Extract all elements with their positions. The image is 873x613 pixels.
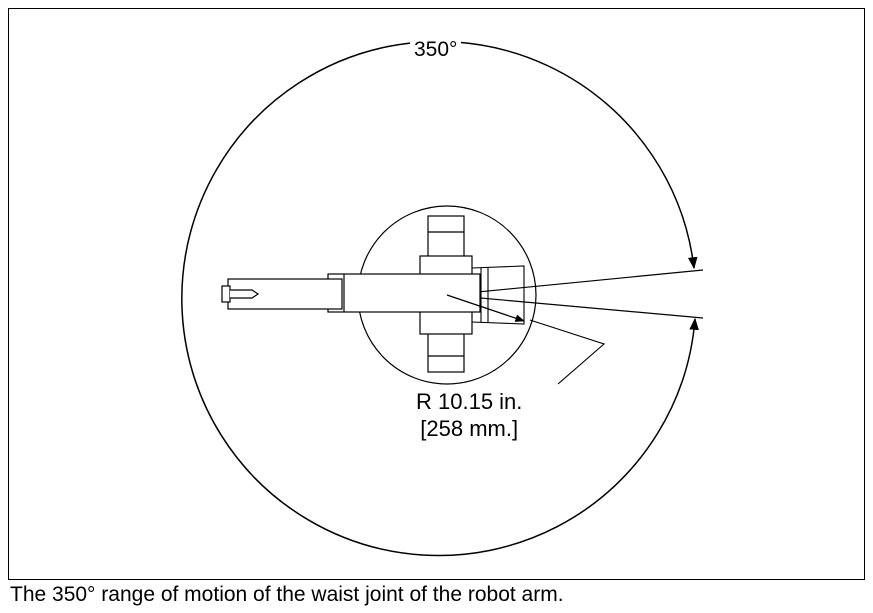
- range-arc: [181, 40, 699, 557]
- angle-label: 350°: [410, 38, 462, 62]
- shoulder-housing: [471, 265, 525, 325]
- radius-label: R 10.15 in. [258 mm.]: [416, 388, 522, 442]
- forearm: [221, 278, 343, 310]
- radius-leader: [529, 319, 606, 385]
- figure-caption: The 350° range of motion of the waist jo…: [10, 583, 564, 606]
- radius-label-inches: R 10.15 in.: [416, 389, 523, 414]
- upper-arm: [327, 273, 481, 313]
- radius-line: [446, 294, 525, 322]
- figure-border: [8, 8, 865, 580]
- reference-line-lower: [446, 294, 704, 319]
- reference-line-upper: [446, 269, 704, 296]
- radius-label-mm: [258 mm.]: [420, 416, 519, 441]
